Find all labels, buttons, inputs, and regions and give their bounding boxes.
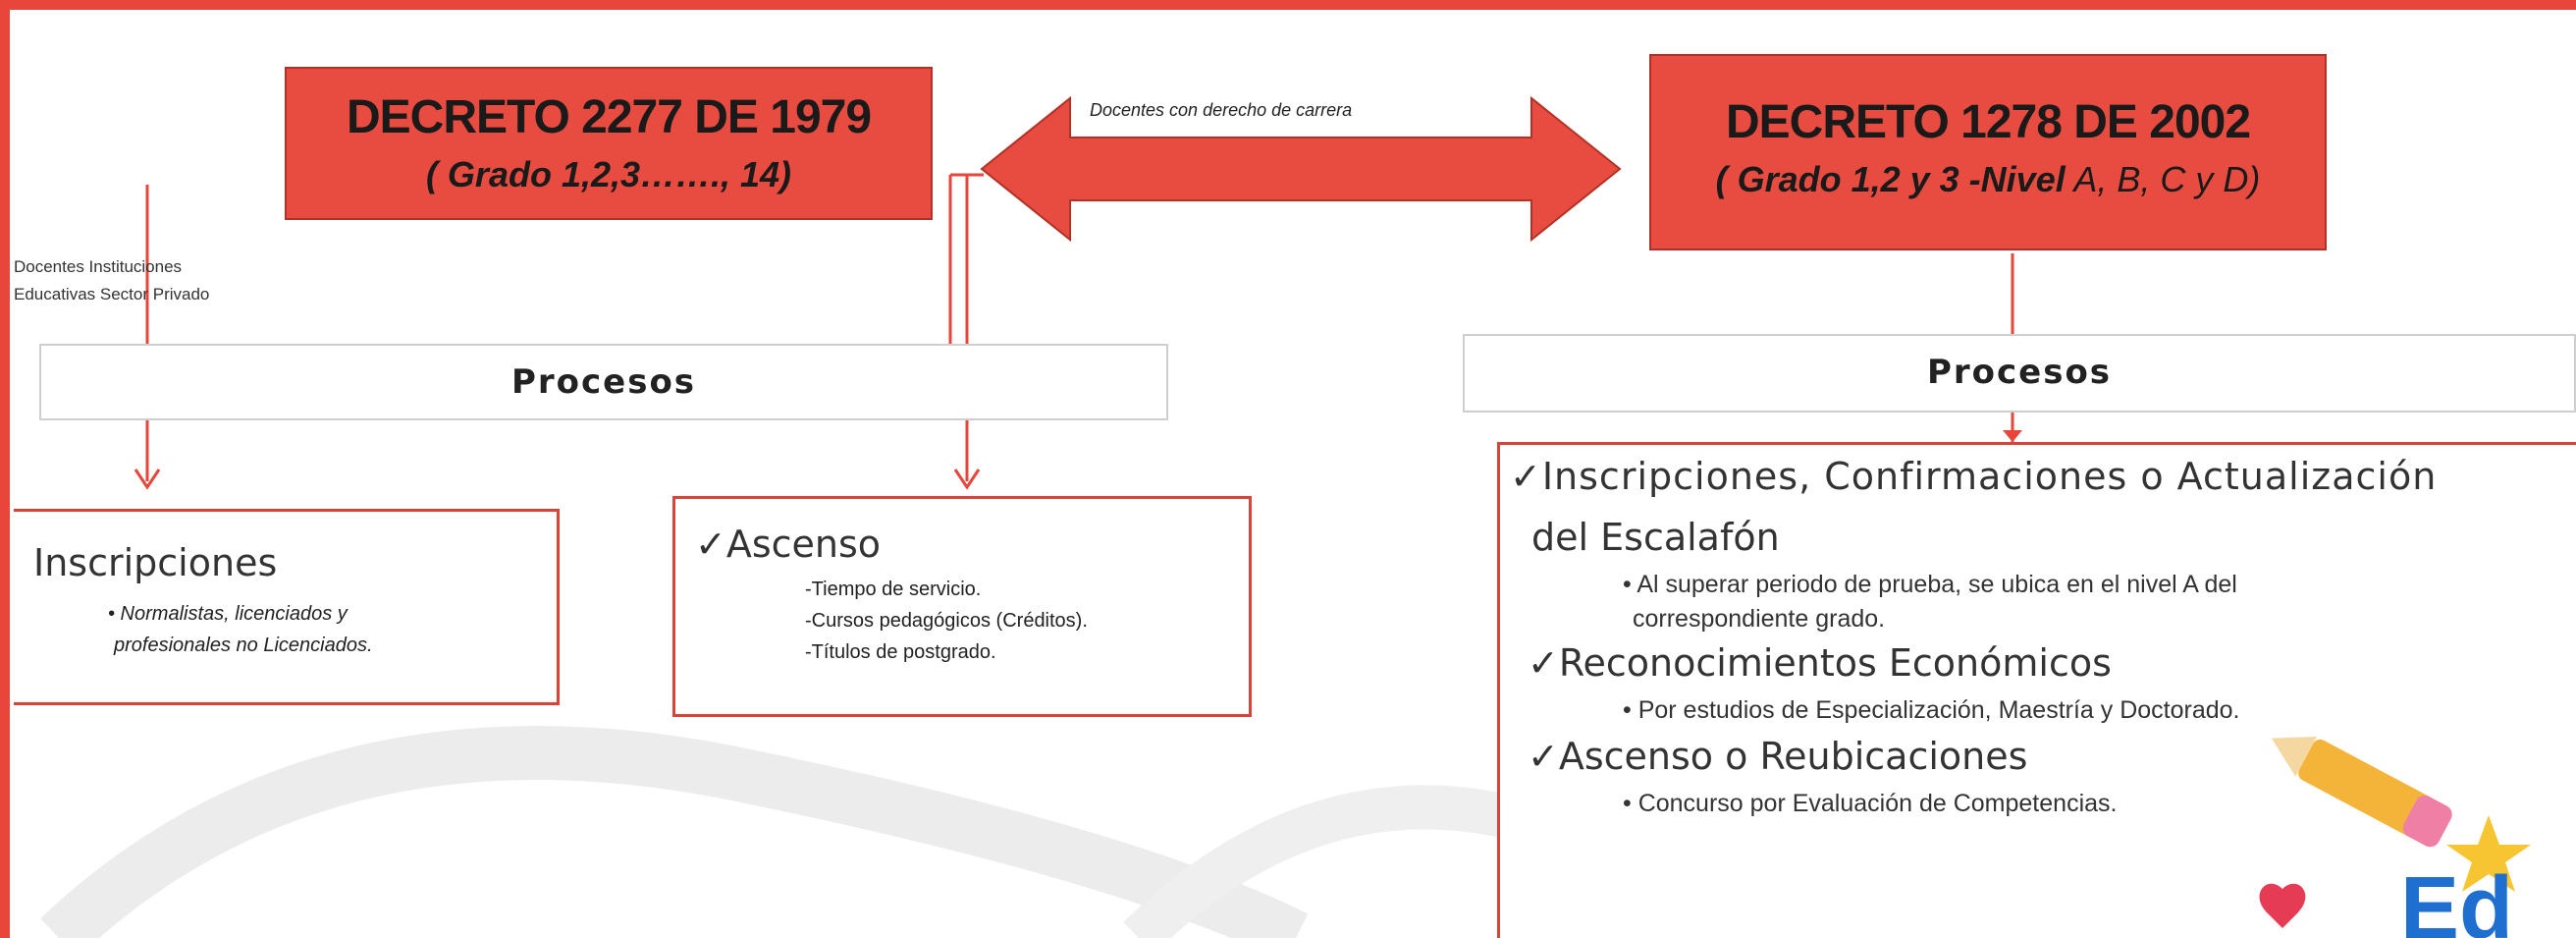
- processes-bar-left: Procesos: [39, 344, 1168, 420]
- right-item-2: ✓Reconocimientos Económicos: [1528, 641, 2112, 685]
- right-item-3-sub: • Concurso por Evaluación de Competencia…: [1623, 790, 2118, 817]
- right-item-2-sub: • Por estudios de Especialización, Maest…: [1623, 696, 2240, 724]
- right-item-3: ✓Ascenso o Reubicaciones: [1528, 735, 2028, 778]
- inscripciones-heading: Inscripciones: [33, 541, 278, 584]
- decree-1278-subtitle: ( Grado 1,2 y 3 -Nivel A, B, C y D): [1651, 159, 2325, 200]
- heart-icon: [2259, 883, 2306, 928]
- ascenso-item-2: -Cursos pedagógicos (Créditos).: [805, 610, 1088, 632]
- decree-2277-title: DECRETO 2277 DE 1979: [346, 91, 872, 143]
- decree-1278-nivel: Nivel: [1980, 159, 2066, 199]
- private-sector-note: Docentes Instituciones Educativas Sector…: [14, 253, 209, 308]
- ascenso-box: ✓Ascenso -Tiempo de servicio. -Cursos pe…: [672, 496, 1252, 717]
- arrow-caption: Docentes con derecho de carrera: [1090, 100, 1353, 120]
- processes-bar-right: Procesos: [1463, 334, 2576, 413]
- inscripciones-line1: • Normalistas, licenciados y: [108, 603, 348, 625]
- decree-1278-title: DECRETO 1278 DE 2002: [1725, 96, 2251, 148]
- decree-2277-subtitle: ( Grado 1,2,3……., 14): [425, 154, 792, 194]
- star-icon: [2446, 815, 2531, 892]
- ascenso-item-3: -Títulos de postgrado.: [805, 641, 996, 663]
- inscripciones-line2: profesionales no Licenciados.: [114, 635, 373, 656]
- private-sector-note-line2: Educativas Sector Privado: [14, 285, 210, 303]
- decree-2277-box: DECRETO 2277 DE 1979 ( Grado 1,2,3……., 1…: [285, 67, 933, 220]
- private-sector-note-line1: Docentes Instituciones: [14, 257, 183, 276]
- right-item-1-line2: del Escalafón: [1531, 516, 1780, 559]
- right-item-1-line1: ✓Inscripciones, Confirmaciones o Actuali…: [1510, 455, 2438, 498]
- decree-1278-box: DECRETO 1278 DE 2002 ( Grado 1,2 y 3 -Ni…: [1649, 54, 2327, 250]
- inscripciones-box: Inscripciones • Normalistas, licenciados…: [14, 509, 560, 705]
- ascenso-heading: ✓Ascenso: [695, 523, 882, 566]
- pencil-icon: [2271, 737, 2452, 848]
- right-item-1-sub2: correspondiente grado.: [1633, 605, 1886, 633]
- decree-1278-grado: ( Grado 1,2 y 3 -: [1715, 159, 1981, 199]
- decree-1278-processes-box: ✓Inscripciones, Confirmaciones o Actuali…: [1497, 442, 2576, 938]
- right-item-1-sub1: • Al superar periodo de prueba, se ubica…: [1623, 571, 2237, 598]
- mascot-logo: Ed: [2259, 737, 2531, 938]
- logo-text: Ed: [2400, 859, 2513, 938]
- decree-1278-levels: A, B, C y D): [2065, 159, 2261, 199]
- ascenso-item-1: -Tiempo de servicio.: [805, 579, 982, 600]
